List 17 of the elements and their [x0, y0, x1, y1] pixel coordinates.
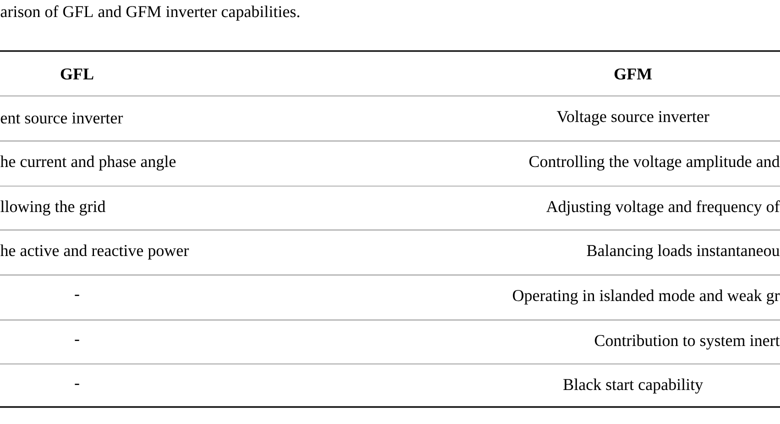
column-header: GFM — [614, 68, 652, 80]
table-cell-text: Controlling the voltage amplitude and — [529, 156, 780, 170]
table-cell-text: Balancing loads instantaneou — [586, 244, 780, 260]
table-cell-text: he active and reactive power — [0, 244, 189, 260]
table-cell-text: Adjusting voltage and frequency of — [546, 200, 780, 216]
table-cell-text: - — [74, 294, 80, 296]
table-cell-text: Voltage source inverter — [556, 110, 710, 126]
table-cell-text: llowing the grid — [0, 200, 106, 216]
table-caption: arison of GFL and GFM inverter capabilities. — [0, 5, 300, 21]
table-cell-text: Black start capability — [563, 378, 704, 394]
table-cell-text: he current and phase angle — [0, 156, 176, 170]
table-cell-text: Contribution to system inert — [594, 334, 780, 350]
table-cell-text: - — [74, 384, 80, 385]
table-cell-text: ent source inverter — [0, 112, 123, 124]
column-header: GFL — [60, 68, 94, 80]
table-cell-text: - — [74, 340, 80, 341]
table-cell-text: Operating in islanded mode and weak gr — [512, 290, 780, 304]
